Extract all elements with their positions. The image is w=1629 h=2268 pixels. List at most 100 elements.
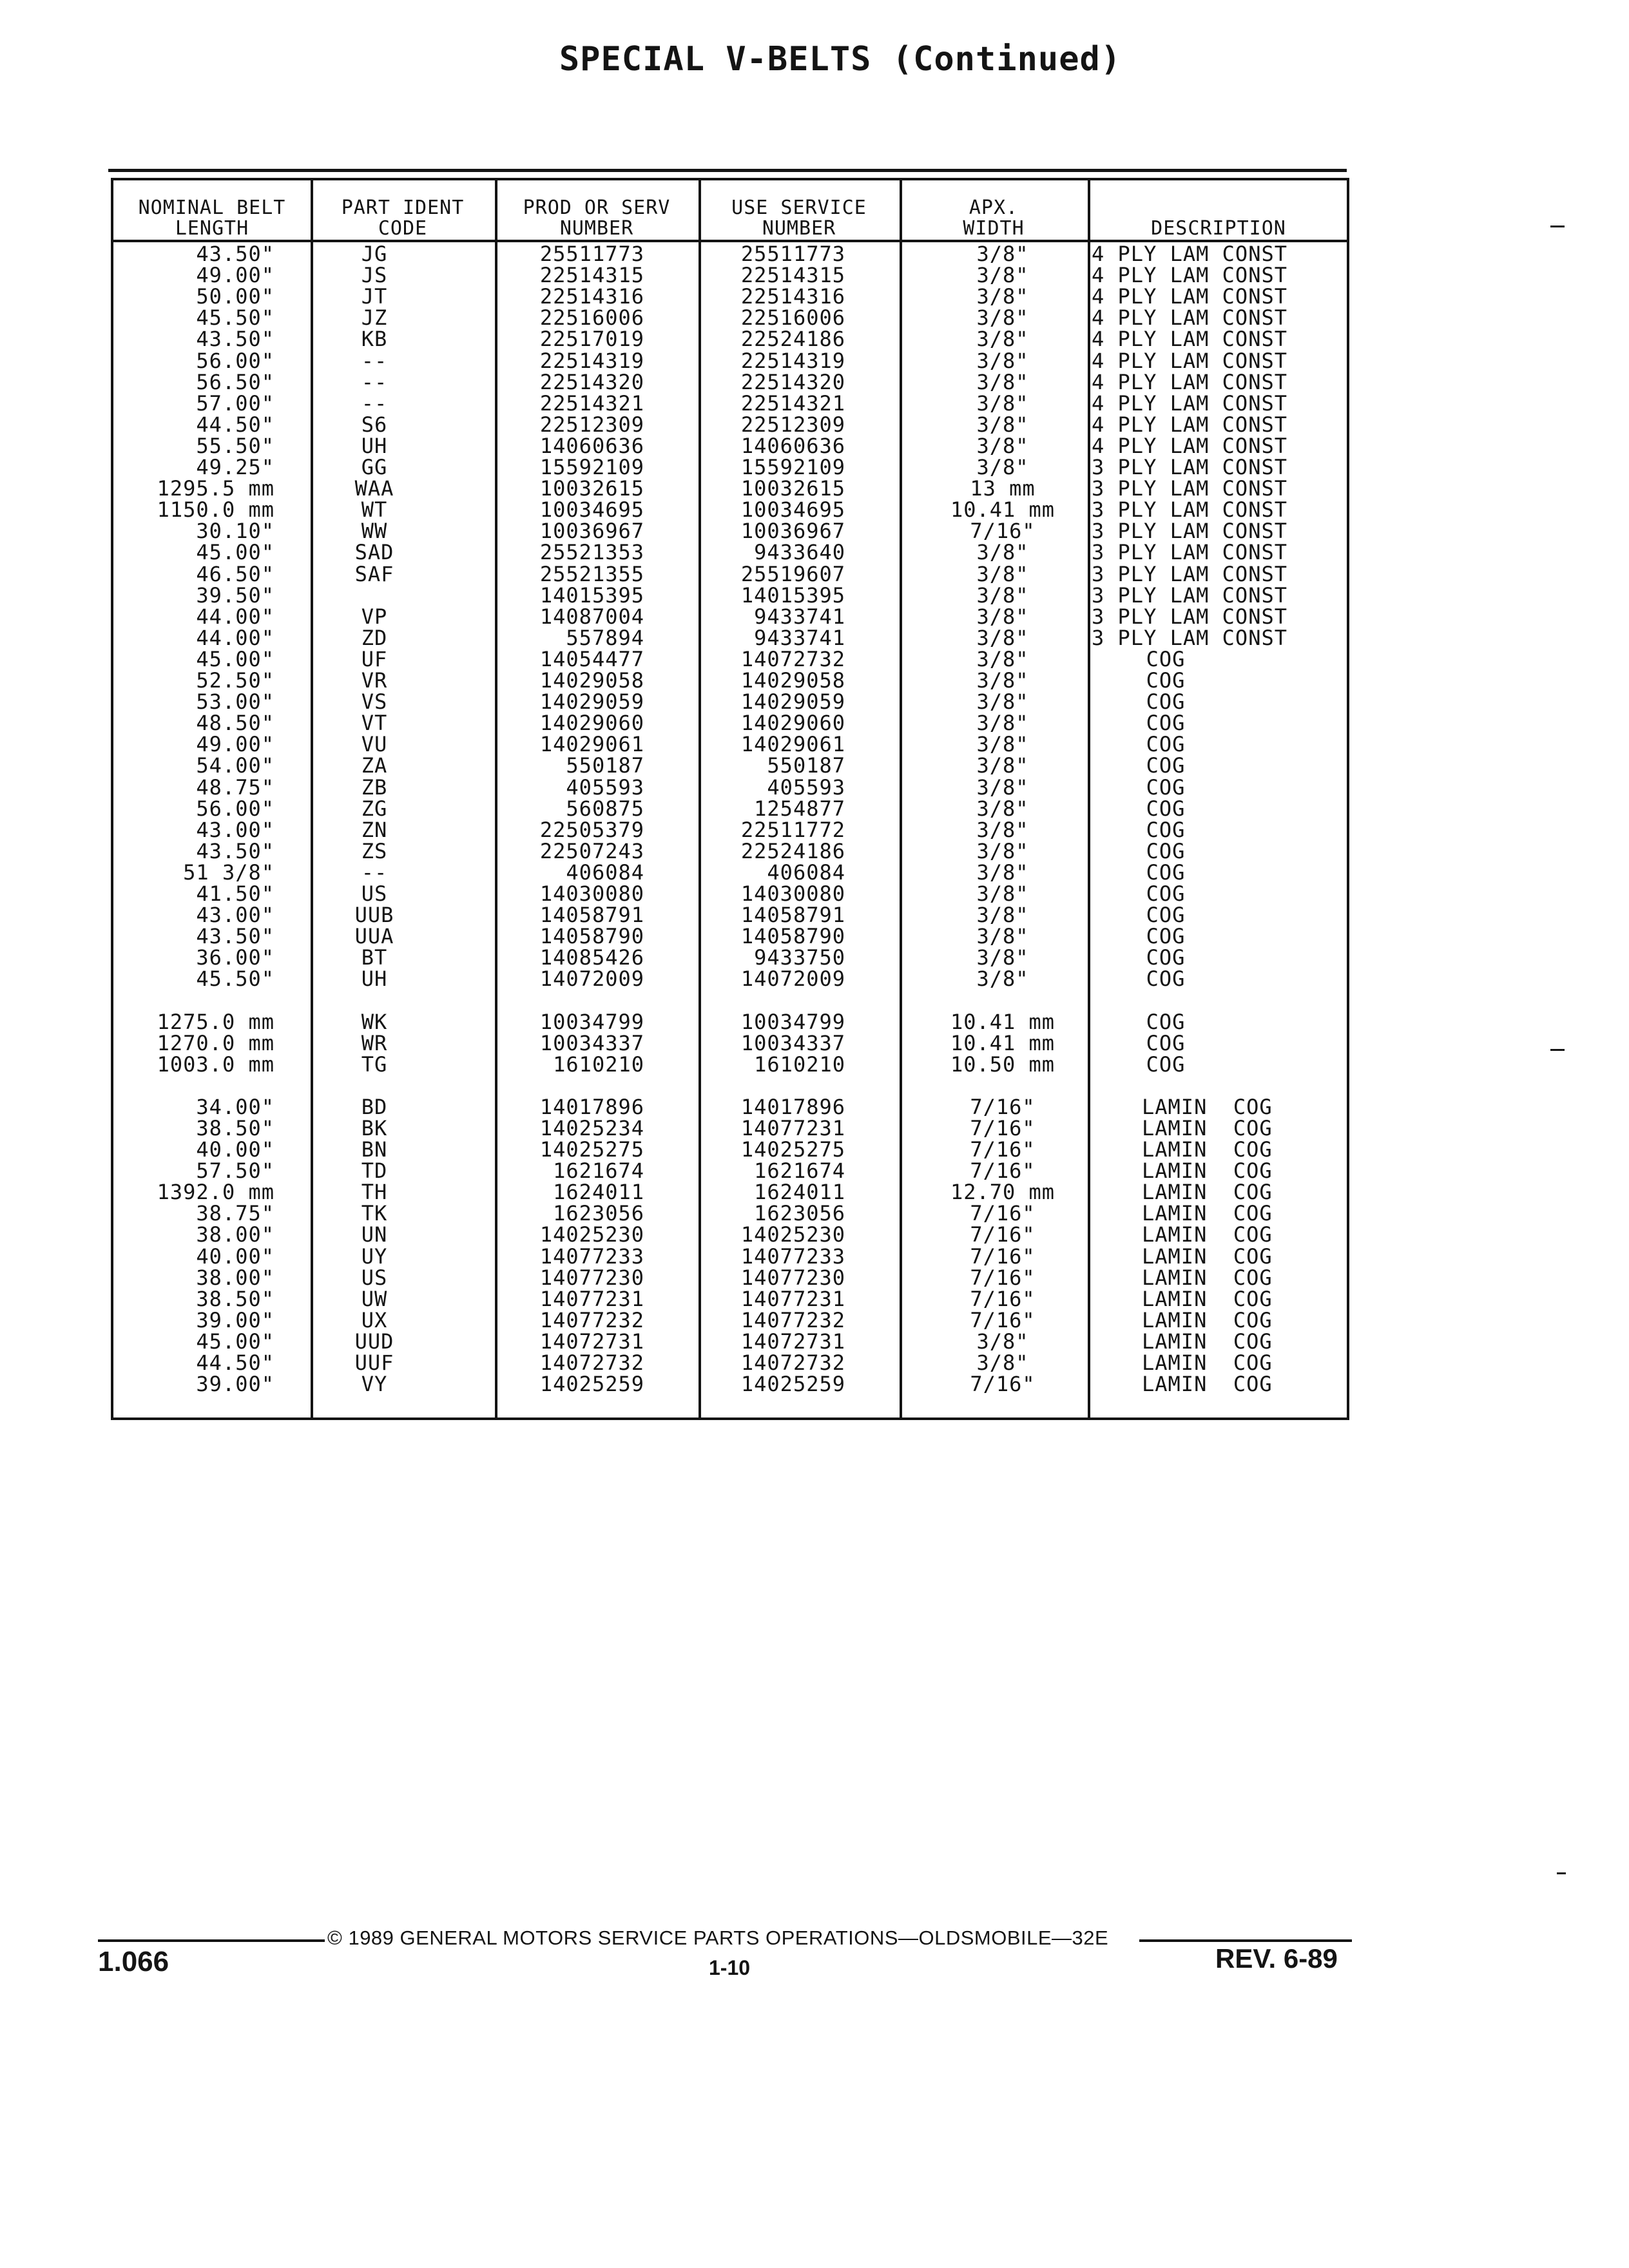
- use-service-number-cell: 1623056: [754, 1201, 845, 1226]
- use-service-number-cell: 405593: [767, 774, 845, 800]
- width-cell: 3/8": [976, 838, 1029, 863]
- use-service-number-cell: 22514320: [740, 369, 845, 394]
- part-ident-code-cell: VS: [361, 689, 388, 715]
- belt-length-cell: 57.50": [196, 1158, 275, 1184]
- belt-length-cell: 45.00": [196, 1329, 275, 1354]
- description-cell: COG: [1146, 838, 1186, 863]
- description-cell: 4 PLY LAM CONST: [1092, 412, 1287, 437]
- use-service-number-cell: 14077230: [740, 1265, 845, 1290]
- column-divider: [699, 180, 701, 1418]
- prod-serv-number-cell: 14054477: [539, 646, 644, 671]
- part-ident-code-cell: BT: [361, 945, 388, 970]
- use-service-number-cell: 14017896: [740, 1094, 845, 1119]
- description-cell: LAMIN COG: [1142, 1350, 1273, 1375]
- description-cell: COG: [1146, 924, 1186, 949]
- part-ident-code-cell: UUA: [354, 924, 394, 949]
- part-ident-code-cell: UUD: [354, 1329, 394, 1354]
- column-divider: [900, 180, 902, 1418]
- use-service-number-cell: 1254877: [754, 796, 845, 821]
- width-cell: 7/16": [970, 1244, 1036, 1269]
- width-cell: 3/8": [976, 668, 1029, 693]
- part-ident-code-cell: TK: [361, 1201, 388, 1226]
- prod-serv-number-cell: 14017896: [539, 1094, 644, 1119]
- use-service-number-cell: 14077232: [740, 1307, 845, 1332]
- width-cell: 3/8": [976, 924, 1029, 949]
- belt-length-cell: 46.50": [196, 561, 275, 586]
- part-ident-code-cell: --: [361, 348, 388, 373]
- part-ident-code-cell: VT: [361, 711, 388, 736]
- use-service-number-cell: 9433741: [754, 604, 845, 629]
- belt-length-cell: 56.50": [196, 369, 275, 394]
- use-service-number-cell: 14072732: [740, 1350, 845, 1375]
- prod-serv-number-cell: 1610210: [553, 1052, 644, 1077]
- description-cell: 4 PLY LAM CONST: [1092, 327, 1287, 352]
- description-cell: 3 PLY LAM CONST: [1092, 625, 1287, 650]
- prod-serv-number-cell: 22507243: [539, 838, 644, 863]
- prod-serv-number-cell: 10034695: [539, 497, 644, 523]
- description-cell: COG: [1146, 646, 1186, 671]
- belt-length-cell: 40.00": [196, 1137, 275, 1162]
- part-ident-code-cell: --: [361, 860, 388, 885]
- description-cell: LAMIN COG: [1142, 1265, 1273, 1290]
- use-service-number-cell: 14029060: [740, 711, 845, 736]
- belt-length-cell: 45.00": [196, 540, 275, 565]
- prod-serv-number-cell: 14077232: [539, 1307, 644, 1332]
- belt-length-cell: 50.00": [196, 284, 275, 309]
- part-ident-code-cell: GG: [361, 455, 388, 479]
- width-cell: 3/8": [976, 625, 1029, 650]
- width-cell: 3/8": [976, 796, 1029, 821]
- description-cell: COG: [1146, 668, 1186, 693]
- prod-serv-number-cell: 22517019: [539, 327, 644, 352]
- use-service-number-cell: 14025259: [740, 1372, 845, 1397]
- part-ident-code-cell: SAF: [354, 561, 394, 586]
- part-ident-code-cell: VY: [361, 1372, 388, 1397]
- part-ident-code-cell: VR: [361, 668, 388, 693]
- width-cell: 3/8": [976, 348, 1029, 373]
- use-service-number-cell: 9433640: [754, 540, 845, 565]
- header-text: APX.: [969, 197, 1019, 219]
- description-cell: 4 PLY LAM CONST: [1092, 348, 1287, 373]
- belt-length-cell: 1270.0 mm: [157, 1030, 275, 1055]
- prod-serv-number-cell: 14072009: [539, 966, 644, 992]
- part-ident-code-cell: ZB: [361, 774, 388, 800]
- prod-serv-number-cell: 22514316: [539, 284, 644, 309]
- prod-serv-number-cell: 10036967: [539, 519, 644, 544]
- header-use-service-number: USE SERVICE NUMBER: [699, 180, 900, 242]
- use-service-number-cell: 14030080: [740, 881, 845, 906]
- width-cell: 7/16": [970, 1137, 1036, 1162]
- use-service-number-cell: 550187: [767, 753, 845, 778]
- part-ident-code-cell: ZD: [361, 625, 388, 650]
- prod-serv-number-cell: 10034337: [539, 1030, 644, 1055]
- header-text: LENGTH: [175, 217, 249, 240]
- description-cell: COG: [1146, 732, 1186, 757]
- width-cell: 3/8": [976, 966, 1029, 992]
- description-cell: LAMIN COG: [1142, 1286, 1273, 1311]
- belt-length-cell: 38.75": [196, 1201, 275, 1226]
- width-cell: 7/16": [970, 1222, 1036, 1247]
- width-cell: 7/16": [970, 1286, 1036, 1311]
- description-cell: LAMIN COG: [1142, 1115, 1273, 1140]
- width-cell: 13 mm: [970, 476, 1036, 501]
- width-cell: 3/8": [976, 1350, 1029, 1375]
- prod-serv-number-cell: 1624011: [553, 1180, 644, 1205]
- use-service-number-cell: 14058791: [740, 903, 845, 928]
- belt-length-cell: 39.00": [196, 1372, 275, 1397]
